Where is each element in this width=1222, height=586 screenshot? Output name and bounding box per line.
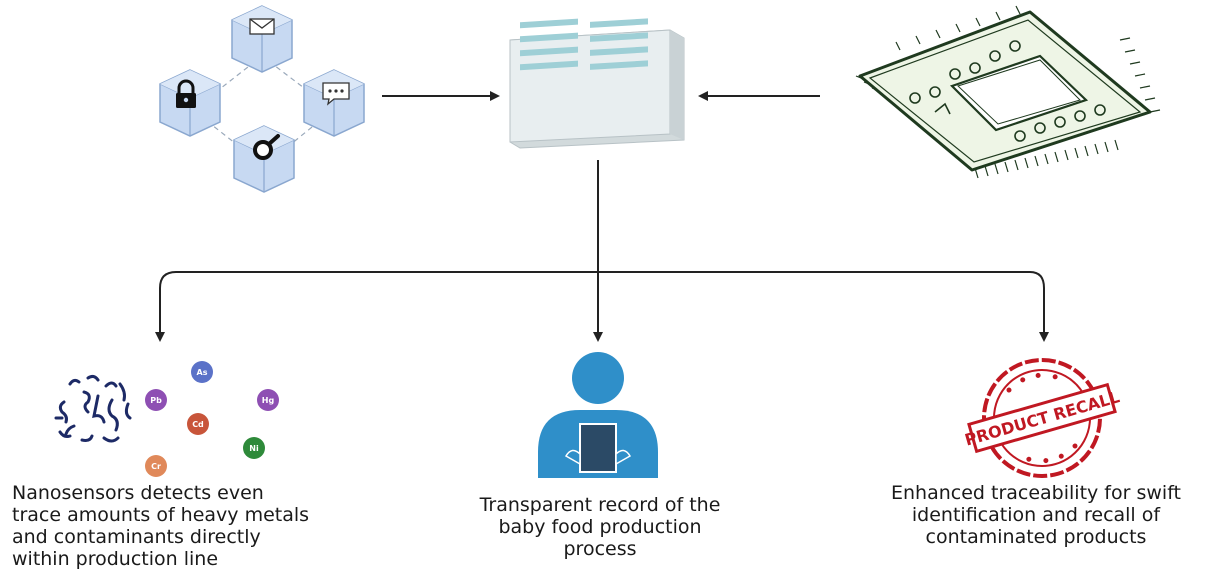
element-marker: Pb [145,389,167,411]
magnifier-icon [253,134,280,160]
element-symbol: Ni [249,444,259,453]
element-symbol: Pb [150,396,162,405]
product-recall-stamp: PRODUCT RECALL [963,358,1122,478]
element-symbol: Cr [151,462,161,471]
cube-envelope [231,5,293,73]
element-symbol: Cd [192,420,204,429]
caption-traceability: Enhanced traceability for swift identifi… [890,482,1181,548]
element-marker: Ni [243,437,265,459]
lock-icon [176,79,196,108]
nanosensor-icon [54,374,132,443]
server-icon [509,18,685,149]
cube-chat [303,69,365,137]
distribution-connectors [155,160,1049,342]
microchip-icon [855,5,1161,179]
caption-transparent-record: Transparent record of the baby food prod… [479,494,721,560]
chat-icon [322,82,350,106]
element-symbol: Hg [262,396,275,405]
cube-magnifier [233,125,295,193]
element-marker: As [191,361,213,383]
arrow-to-recall [1029,271,1049,342]
element-marker: Cr [145,455,167,477]
element-symbol: As [197,368,208,377]
blockchain-network [159,5,365,193]
envelope-icon [249,18,275,35]
person-with-tablet-icon [538,352,658,478]
element-marker: Hg [257,389,279,411]
element-marker: Cd [187,413,209,435]
cube-lock [159,69,221,137]
arrow-to-nanosensors [155,271,177,342]
caption-nanosensors: Nanosensors detects even trace amounts o… [12,482,310,570]
element-markers: As Pb Hg Cd Ni Cr [145,361,279,477]
